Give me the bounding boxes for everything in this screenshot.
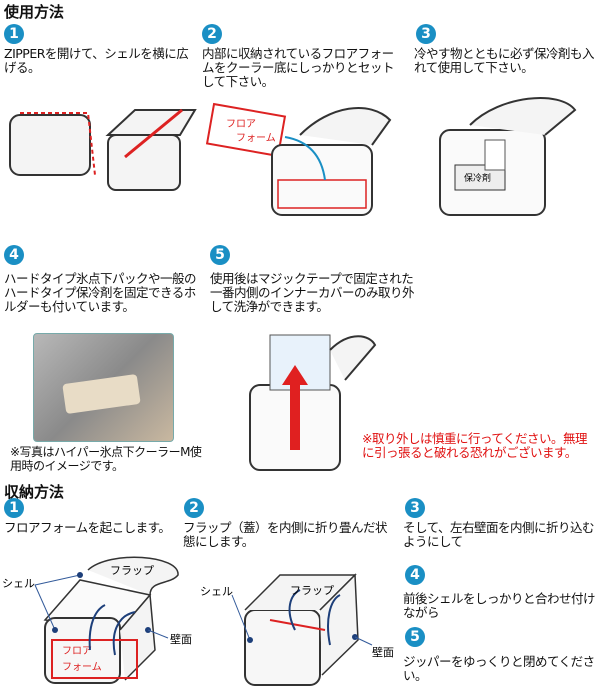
usage-step-5-text: 使用後はマジックテープで固定された一番内側のインナーカバーのみ取り外して洗浄がで… [210,271,415,314]
step-number: 2 [184,498,204,518]
step-number: 3 [405,498,425,518]
photo-note: ※写真はハイパー氷点下クーラーM使用時のイメージです。 [10,445,202,473]
storage-step-4-text: 前後シェルをしっかりと合わせ付けながら [403,591,596,620]
floor-form-label: フロア [226,119,256,130]
fold-step-2-illustration: フラップ シェル 壁面 [200,573,394,686]
usage-illustrations-1-3: フロア フォーム 保冷剤 [9,97,577,216]
floor-form-label: フォーム [236,132,276,144]
step-number: 1 [4,498,24,518]
storage-step-3-text: そして、左右壁面を内側に折り込むようにして [403,520,595,549]
step-number: 3 [416,24,436,44]
holder-photo [33,333,174,442]
floor-form-label: フォーム [62,661,102,673]
step-number: 4 [4,245,24,265]
usage-step-1-text: ZIPPERを開けて、シェルを横に広げる。 [4,46,189,75]
storage-step-5-text: ジッパーをゆっくりと閉めてください。 [403,654,595,683]
wall-label: 壁面 [170,632,192,646]
shell-label: シェル [2,577,35,590]
inner-cover-removal-illustration [249,334,377,471]
storage-illustrations: フロア フォーム フラップ シェル 壁面 フラップ シェル 壁面 [2,556,394,686]
closed-cooler-illustration [9,112,96,176]
ice-pack-label: 保冷剤 [464,172,491,184]
flap-label: フラップ [110,564,154,577]
step-number: 4 [405,565,425,585]
ice-pack-illustration: 保冷剤 [439,97,577,216]
usage-step-4-text: ハードタイプ氷点下パックや一般のハードタイプ保冷剤を固定できるホルダーも付いてい… [4,271,197,314]
shell-label: シェル [200,585,233,598]
storage-step-1-text: フロアフォームを起こします。 [4,520,171,535]
usage-step-3-text: 冷やす物とともに必ず保冷剤も入れて使用して下さい。 [414,46,595,75]
step-number: 5 [210,245,230,265]
wall-label: 壁面 [372,645,394,659]
floor-form-label: フロア [62,646,92,657]
opening-cooler-illustration [105,108,197,191]
usage-step-2-text: 内部に収納されているフロアフォームをクーラー底にしっかりとセットして下さい。 [202,46,395,89]
step-number: 5 [405,627,425,647]
step-number: 1 [4,24,24,44]
flap-label: フラップ [290,584,334,597]
warning-note: ※取り外しは慎重に行ってください。無理に引っ張ると破れる恐れがございます。 [362,431,587,460]
storage-title: 収納方法 [4,483,65,501]
step-number: 2 [202,24,222,44]
storage-step-2-text: フラップ（蓋）を内側に折り畳んだ状態にします。 [183,520,388,549]
fold-step-1-illustration: フロア フォーム フラップ シェル 壁面 [2,556,192,684]
floor-form-insert-illustration: フロア フォーム [205,102,392,216]
usage-title: 使用方法 [4,3,65,21]
